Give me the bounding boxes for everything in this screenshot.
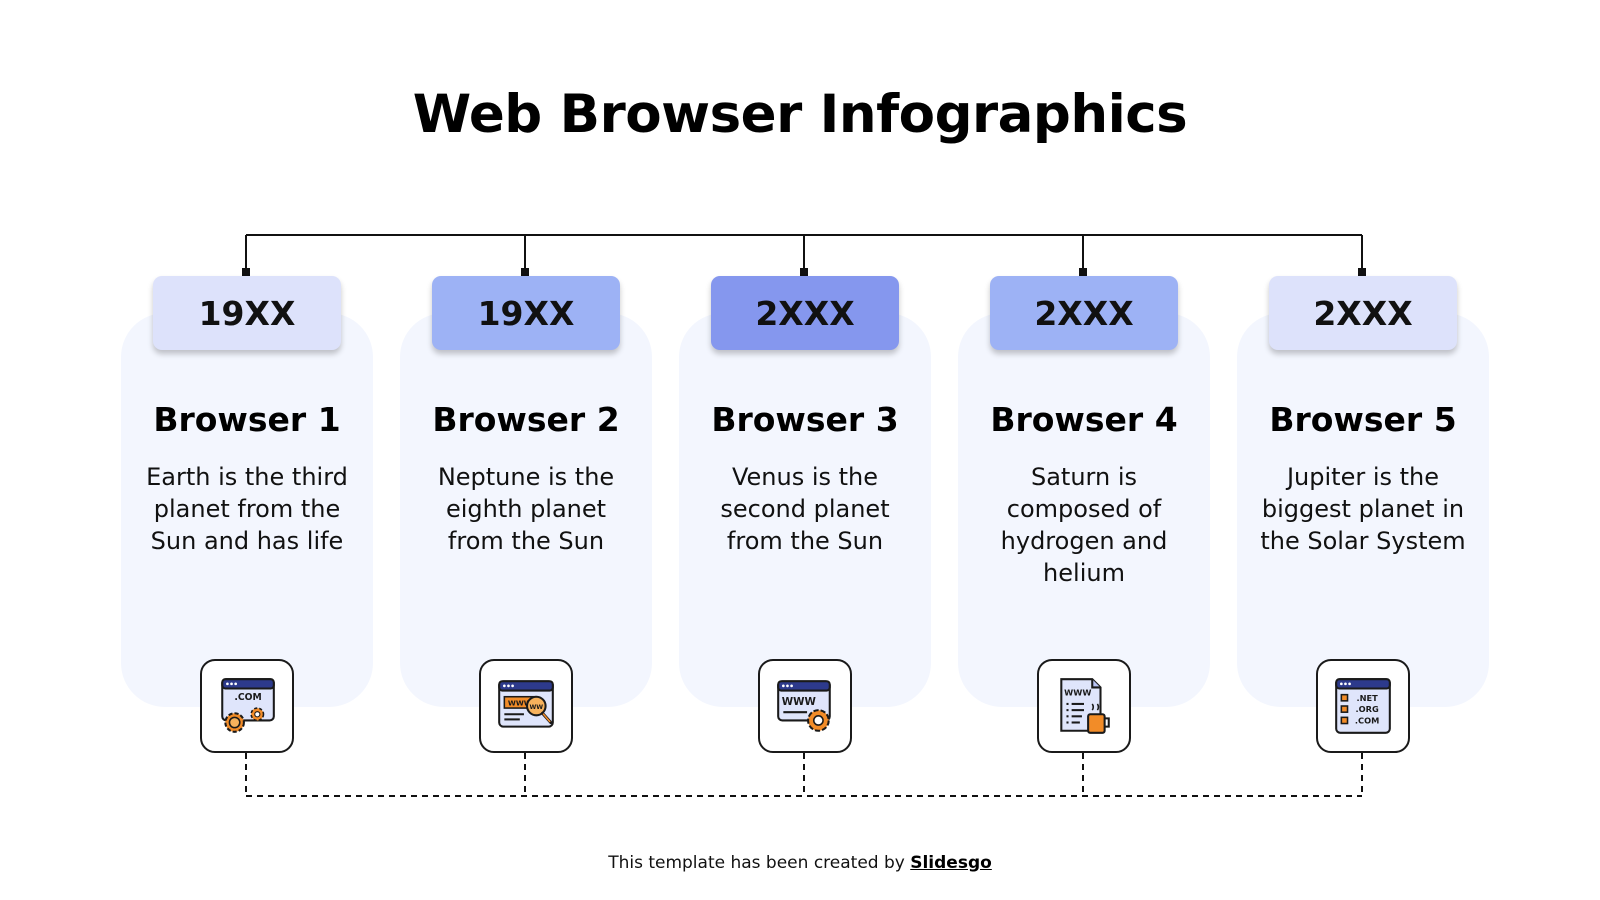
icon-frame: WWW xyxy=(1037,659,1131,753)
browser-name: Browser 3 xyxy=(711,400,899,439)
top-bracket xyxy=(245,234,1363,276)
icon-frame: .COM xyxy=(200,659,294,753)
browser-description: Saturn is composed of hydrogen and heliu… xyxy=(1000,463,1168,587)
browser-description: Jupiter is the biggest planet in the Sol… xyxy=(1260,463,1466,555)
bottom-dashed-bracket xyxy=(245,753,1363,797)
top-bracket-ends xyxy=(242,268,1366,276)
footer-text: This template has been created by xyxy=(608,853,911,873)
browser-description: Venus is the second planet from the Sun xyxy=(720,463,890,555)
svg-text:.ORG: .ORG xyxy=(1355,704,1379,714)
svg-text:.COM: .COM xyxy=(234,692,261,703)
browser-column-1: 19XX Browser 1 Earth is the third planet… xyxy=(117,0,377,900)
page-title: Web Browser Infographics xyxy=(412,84,1188,145)
icon-frame: .NET .ORG .COM xyxy=(1316,659,1410,753)
year-badge: 2XXX xyxy=(1269,276,1457,350)
browser-column-5: 2XXX Browser 5 Jupiter is the biggest pl… xyxy=(1233,0,1493,900)
www-gear-icon: WWW xyxy=(777,680,831,732)
www-search-icon: WWW WW xyxy=(498,680,554,728)
footer-credit: This template has been created by Slides… xyxy=(0,853,1600,873)
year-badge: 2XXX xyxy=(990,276,1178,350)
www-document-coffee-icon: WWW xyxy=(1060,678,1110,734)
browser-name: Browser 1 xyxy=(153,400,341,439)
icon-frame: WWW WW xyxy=(479,659,573,753)
browser-card xyxy=(121,313,373,707)
browser-name: Browser 5 xyxy=(1269,400,1457,439)
slidesgo-link[interactable]: Slidesgo xyxy=(910,853,992,873)
browser-column-4: 2XXX Browser 4 Saturn is composed of hyd… xyxy=(954,0,1214,900)
browser-card xyxy=(958,313,1210,707)
year-badge: 19XX xyxy=(153,276,341,350)
svg-text:WWW: WWW xyxy=(1064,688,1091,698)
browser-card xyxy=(679,313,931,707)
domains-list-icon: .NET .ORG .COM xyxy=(1335,678,1391,734)
browser-description: Earth is the third planet from the Sun a… xyxy=(146,463,348,555)
browser-description: Neptune is the eighth planet from the Su… xyxy=(437,463,615,555)
browser-column-3: 2XXX Browser 3 Venus is the second plane… xyxy=(675,0,935,900)
year-badge: 2XXX xyxy=(711,276,899,350)
browser-name: Browser 4 xyxy=(990,400,1178,439)
svg-text:.COM: .COM xyxy=(1355,716,1379,726)
svg-text:WW: WW xyxy=(530,704,544,711)
browser-card xyxy=(1237,313,1489,707)
browser-column-2: 19XX Browser 2 Neptune is the eighth pla… xyxy=(396,0,656,900)
year-badge: 19XX xyxy=(432,276,620,350)
svg-text:WWW: WWW xyxy=(508,698,532,707)
svg-text:WWW: WWW xyxy=(782,696,817,708)
svg-text:.NET: .NET xyxy=(1356,693,1378,703)
browser-card xyxy=(400,313,652,707)
icon-frame: WWW xyxy=(758,659,852,753)
browser-name: Browser 2 xyxy=(432,400,620,439)
dotcom-settings-icon: .COM xyxy=(221,678,275,733)
